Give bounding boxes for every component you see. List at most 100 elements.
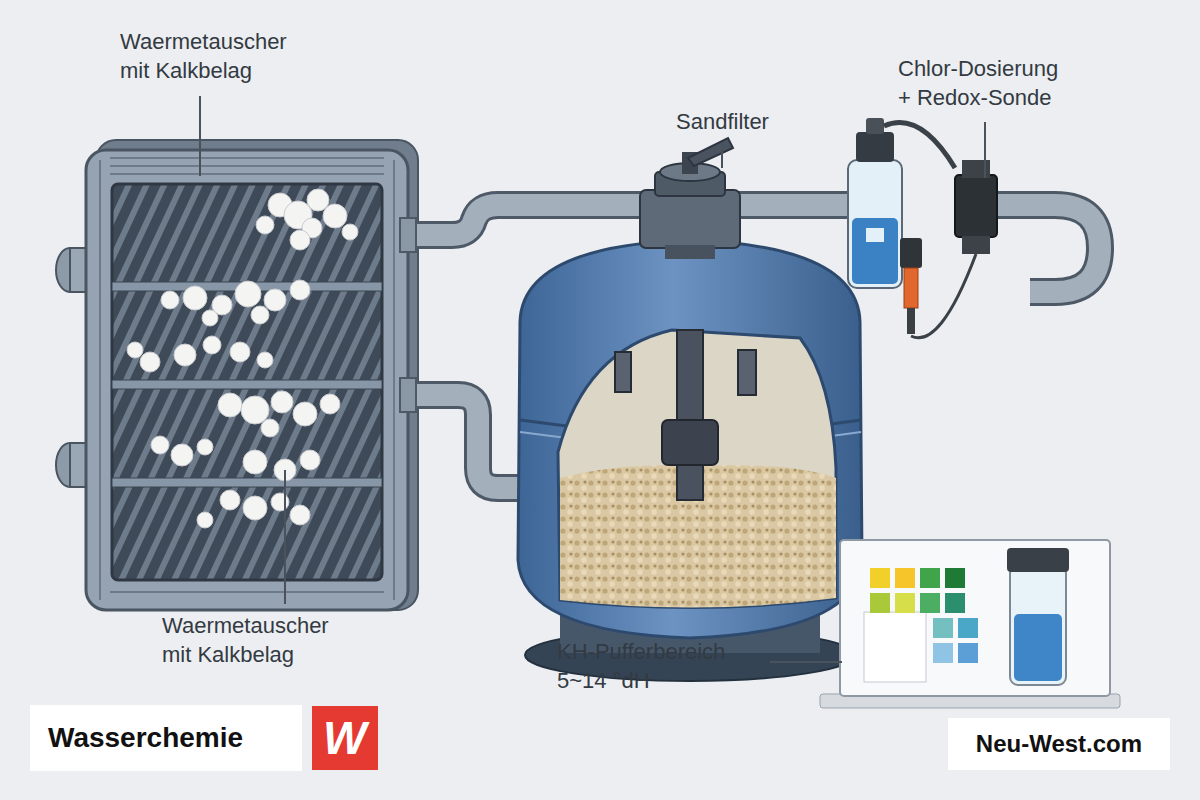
callout-label: KH-Pufferbereich 5~14 °dH [557,638,762,695]
art-circle [264,289,286,311]
art-circle [220,490,240,510]
callout-label: Waermetauscher mit Kalkbelag [120,28,296,85]
art-circle [197,512,213,528]
art-rect [945,568,965,588]
art-circle [243,496,267,520]
art-rect [86,150,408,610]
art-line [110,173,384,175]
art-rect [958,618,978,638]
art-circle [127,342,143,358]
art-rect [870,593,890,613]
art-rect [1010,565,1066,685]
art-path [735,194,852,216]
logo-square [312,706,378,770]
art-circle [202,310,218,326]
art-circle [320,394,340,414]
art-circle [243,450,267,474]
art-line [110,591,384,593]
art-path [558,330,836,608]
art-line [284,470,286,604]
art-g [112,282,382,487]
art-path [884,123,955,168]
art-circle [171,444,193,466]
art-circle [256,216,274,234]
art-line [984,122,986,178]
art-circle [140,352,160,372]
art-rect [665,245,715,259]
art-circle [323,204,347,228]
art-rect [112,478,382,487]
badge-text: Neu-West.com [976,730,1142,758]
dosing-unit [848,118,997,338]
art-line [110,165,384,167]
art-rect [864,612,926,682]
art-rect [945,593,965,613]
art-path [408,395,526,488]
callout-label: Chlor-Dosierung + Redox-Sonde [898,55,1070,112]
badge-box: Neu-West.com [948,718,1170,770]
art-circle [271,493,289,511]
art-circle [174,344,196,366]
art-rect [870,568,890,588]
art-rect [640,190,740,248]
art-rect [920,593,940,613]
art-path [995,205,1100,292]
art-rect [866,118,884,134]
art-rect [1014,614,1062,681]
art-rect [900,238,922,268]
art-rect [848,160,902,288]
art-rect [615,352,631,392]
art-rect [866,228,884,242]
art-rect [955,175,997,237]
art-circle [290,505,310,525]
art-rect [920,568,940,588]
art-circle [293,402,317,426]
art-circle [290,280,310,300]
art-circle [203,336,221,354]
art-rect [933,643,953,663]
art-circle [230,342,250,362]
art-circle [271,391,293,413]
art-rect [958,643,978,663]
callout-label: Waermetauscher mit Kalkbelag [162,612,338,669]
badge-box: Wasserchemie [30,705,302,771]
badge-text: Wasserchemie [48,722,243,754]
art-rect [852,218,898,284]
art-path [408,205,645,235]
art-circle [218,393,242,417]
art-line [393,160,395,600]
art-line [770,661,842,663]
art-circle [161,291,179,309]
art-path [408,205,645,235]
art-rect [738,350,756,395]
art-rect [1007,548,1069,572]
art-rect [112,380,382,389]
art-rect [962,236,990,254]
art-path [735,191,852,219]
art-rect [895,568,915,588]
leader-lines [200,96,985,662]
test-kit [820,540,1120,708]
art-rect [933,618,953,638]
art-path [518,240,862,638]
art-path [688,138,733,166]
art-rect [840,540,1110,696]
art-circle [290,230,310,250]
art-rect [400,218,416,252]
art-circle [257,352,273,368]
art-rect [400,378,416,412]
art-g [100,158,394,600]
art-line [99,160,101,600]
art-circle [261,419,279,437]
logo-letter: W [323,715,366,761]
art-path [995,205,1100,292]
art-circle [251,306,269,324]
limescale [127,189,358,528]
callout-label: Sandfilter [676,108,856,137]
art-line [199,96,201,176]
art-rect [662,420,718,465]
art-line [721,144,723,168]
art-circle [241,396,269,424]
art-circle [151,436,169,454]
